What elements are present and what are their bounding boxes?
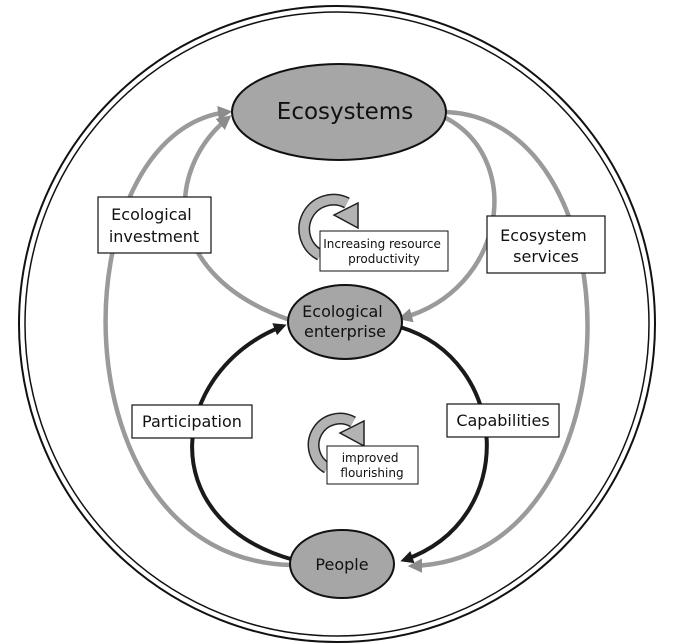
outer-ring	[18, 5, 656, 643]
participation-label: Participation	[142, 412, 242, 431]
improved-flourishing-box	[326, 445, 419, 485]
resource-productivity-box	[319, 230, 449, 272]
ecological-investment-box	[97, 196, 212, 254]
ecological-investment-label: Ecological investment	[109, 205, 199, 246]
ecosystem-services-box	[486, 215, 606, 274]
flow-ecosystems-to-people	[407, 109, 590, 573]
capabilities-box	[446, 403, 560, 438]
participation-box	[131, 404, 253, 439]
improved-flourishing-label: improved flourishing	[340, 451, 403, 480]
ecological-enterprise-node	[287, 284, 403, 360]
ecosystems-label: Ecosystems	[277, 99, 413, 125]
resource-productivity-label: Increasing resource productivity	[323, 237, 445, 266]
cycle-arrow-icon	[298, 193, 359, 261]
flow-people-to-enterprise	[190, 323, 295, 562]
flow-people-to-ecosystems	[103, 105, 293, 568]
inner-ring	[24, 11, 650, 637]
ecological-enterprise-label: Ecological enterprise	[302, 302, 388, 341]
ecosystem-services-label: Ecosystem services	[500, 226, 592, 266]
flow-ecosystems-to-enterprise	[397, 116, 497, 323]
flow-enterprise-to-people	[399, 325, 489, 564]
cycle-arrow-icon	[307, 412, 365, 474]
capabilities-label: Capabilities	[456, 411, 549, 430]
ecosystems-node	[231, 63, 447, 161]
people-node	[289, 529, 395, 599]
people-label: People	[315, 555, 368, 574]
